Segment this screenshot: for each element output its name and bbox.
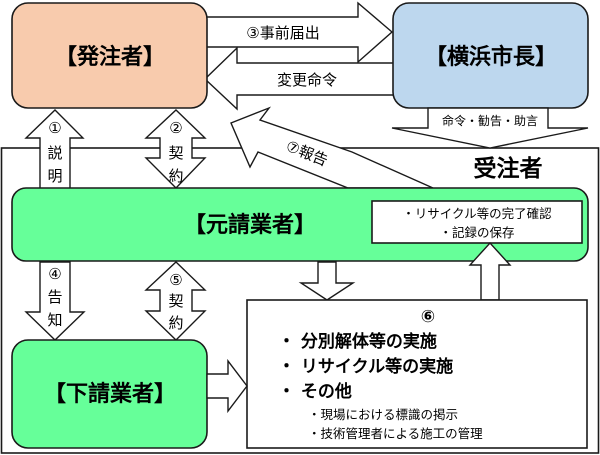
explain-arrow [24, 109, 85, 191]
prime-contractor-title: 【元請業者】 [184, 212, 316, 238]
subcontractor-title: 【下請業者】 [44, 381, 176, 407]
tasks-subitem-2: ・技術管理者による施工の管理 [308, 426, 483, 441]
explain-number: ① [48, 119, 61, 137]
contract-upper-char-1: 契 [168, 144, 183, 162]
contract-upper-char-2: 約 [168, 167, 183, 185]
notify-char-2: 知 [47, 311, 62, 329]
tasks-item-1: ・ 分別解体等の実施 [278, 331, 437, 352]
orders-arrow [391, 107, 589, 149]
contract-lower-char-2: 約 [168, 314, 183, 332]
sub-to-tasks-arrow [206, 358, 248, 414]
tasks-box [246, 299, 588, 449]
prime-to-tasks-arrow [298, 261, 356, 301]
tasks-subitem-1: ・現場における標識の掲示 [308, 407, 458, 422]
confirm-line-2: ・記録の保存 [439, 225, 514, 240]
tasks-to-confirm-arrow [468, 241, 512, 301]
contract-lower-number: ⑤ [169, 271, 182, 289]
explain-char-1: 説 [47, 144, 62, 162]
confirm-box [371, 200, 583, 244]
notify-number: ④ [48, 265, 61, 283]
contract-upper-number: ② [169, 119, 182, 137]
tasks-number: ⑥ [421, 307, 435, 327]
orders-label: 命令・勧告・助言 [442, 113, 538, 128]
confirm-line-1: ・リサイクル等の完了確認 [402, 206, 552, 221]
tasks-item-3: ・ その他 [278, 381, 352, 402]
notify-char-1: 告 [47, 288, 62, 306]
client-box [11, 2, 208, 109]
notify-arrow [24, 261, 86, 341]
change-order-arrow [203, 46, 399, 111]
contractor-group-label: 受注者 [474, 155, 543, 182]
client-title: 【発注者】 [55, 44, 165, 70]
mayor-title: 【横浜市長】 [425, 44, 557, 70]
advance-notice-arrow [204, 1, 394, 64]
contract-lower-char-1: 契 [168, 292, 183, 310]
explain-char-2: 明 [47, 167, 62, 185]
change-order-label: 変更命令 [277, 71, 337, 89]
tasks-item-2: ・ リサイクル等の実施 [278, 356, 453, 377]
report-arrow [230, 106, 434, 189]
advance-notice-label: ③事前届出 [246, 24, 319, 42]
